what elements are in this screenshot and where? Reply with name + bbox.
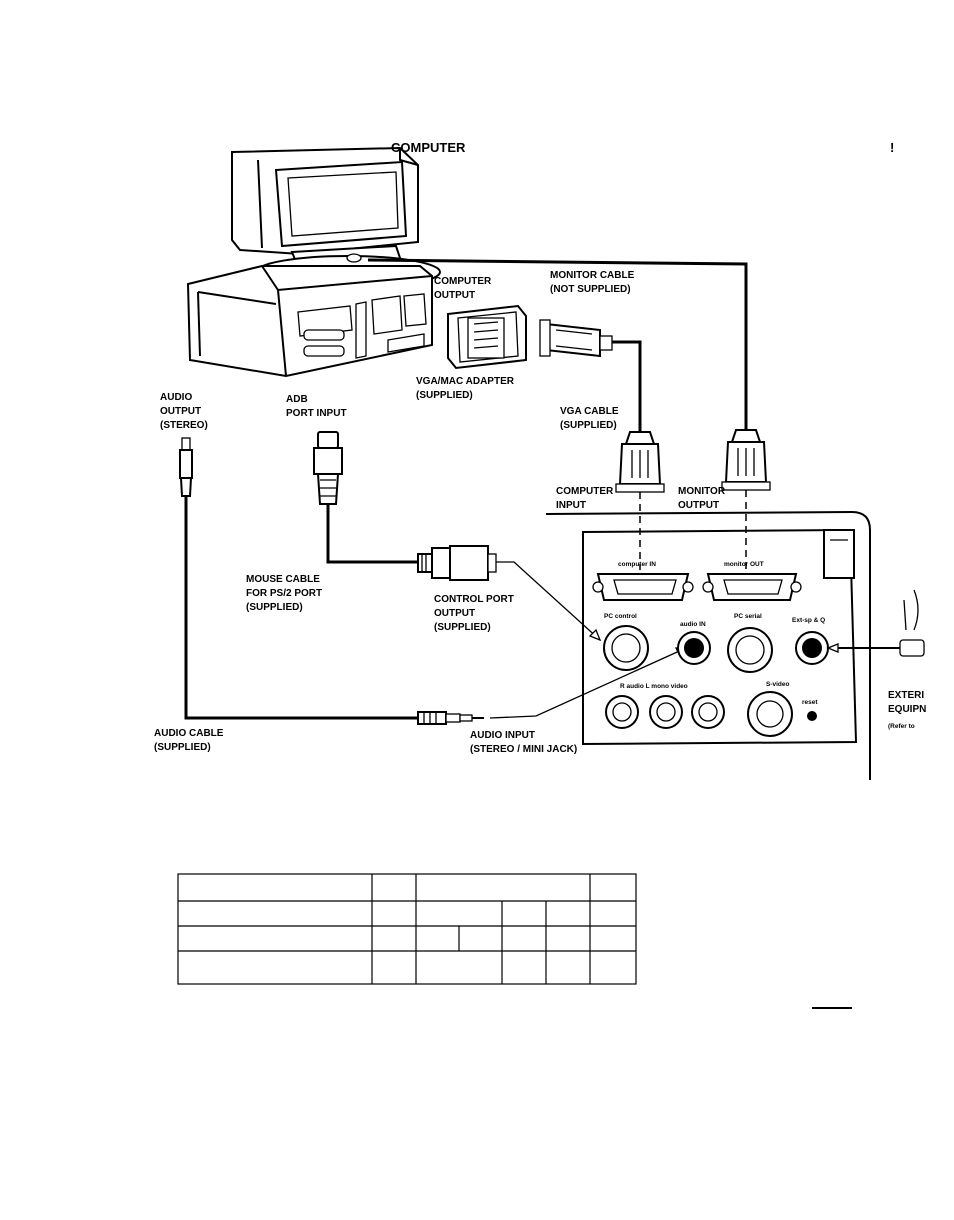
monitor-cable xyxy=(367,258,748,430)
label-external-3: (Refer to xyxy=(888,723,915,730)
mouse-cable xyxy=(326,504,418,564)
label-computer-input-2: INPUT xyxy=(556,500,586,511)
label-external-2: EQUIPN xyxy=(888,704,926,715)
panel-label-reset: reset xyxy=(802,699,818,706)
label-monitor-output-2: OUTPUT xyxy=(678,500,719,511)
control-port-plug xyxy=(417,545,497,581)
projector-rear-panel: computer IN monitor OUT PC control audio… xyxy=(545,510,871,780)
label-adb-1: ADB xyxy=(286,394,308,405)
panel-label-monitor-out: monitor OUT xyxy=(724,561,764,568)
vga-cable xyxy=(612,340,642,432)
label-vga-cable-1: VGA CABLE xyxy=(560,406,619,417)
panel-label-s-video: S-video xyxy=(766,681,790,688)
label-monitor-cable-2: (NOT SUPPLIED) xyxy=(550,284,631,295)
panel-label-pc-control: PC control xyxy=(604,613,637,620)
label-computer-output-1: COMPUTER xyxy=(434,276,492,287)
label-audio-output-2: OUTPUT xyxy=(160,406,201,417)
vga-plug-computer-input xyxy=(615,431,665,493)
panel-label-audio-lr: R audio L mono video xyxy=(620,683,688,690)
label-audio-output-3: (STEREO) xyxy=(160,420,208,431)
label-audio-input-1: AUDIO INPUT xyxy=(470,730,535,741)
label-mouse-cable-1: MOUSE CABLE xyxy=(246,574,320,585)
label-vga-cable-2: (SUPPLIED) xyxy=(560,420,617,431)
empty-table xyxy=(177,873,637,985)
vga-plug-monitor-output xyxy=(721,429,771,491)
computer-in-socket xyxy=(592,573,694,601)
label-monitor-cable-1: MONITOR CABLE xyxy=(550,270,635,281)
label-audio-input-2: (STEREO / MINI JACK) xyxy=(470,744,577,755)
label-computer: COMPUTER xyxy=(391,140,466,155)
vga-mac-adapter xyxy=(447,304,527,370)
panel-label-audio-in: audio IN xyxy=(680,621,706,628)
panel-label-pc-serial: PC serial xyxy=(734,613,762,620)
label-monitor-output-1: MONITOR xyxy=(678,486,726,497)
audio-input-leader xyxy=(489,647,687,719)
label-mark: ! xyxy=(890,140,894,155)
adb-plug xyxy=(313,431,343,505)
label-mouse-cable-3: (SUPPLIED) xyxy=(246,602,303,613)
label-computer-input-1: COMPUTER xyxy=(556,486,614,497)
label-adb-2: PORT INPUT xyxy=(286,408,347,419)
panel-label-ext-sp: Ext-sp & Q xyxy=(792,617,825,624)
label-audio-output-1: AUDIO xyxy=(160,392,192,403)
label-vga-mac-adapter-2: (SUPPLIED) xyxy=(416,390,473,401)
label-control-port-3: (SUPPLIED) xyxy=(434,622,491,633)
control-port-leader xyxy=(496,561,601,641)
audio-input-plug xyxy=(417,711,484,725)
label-vga-mac-adapter-1: VGA/MAC ADAPTER xyxy=(416,376,515,387)
label-audio-cable-1: AUDIO CABLE xyxy=(154,728,224,739)
monitor-out-socket xyxy=(702,573,802,601)
reset-button xyxy=(807,711,817,721)
label-mouse-cable-2: FOR PS/2 PORT xyxy=(246,588,322,599)
label-control-port-2: OUTPUT xyxy=(434,608,475,619)
audio-output-plug xyxy=(179,437,193,497)
label-audio-cable-2: (SUPPLIED) xyxy=(154,742,211,753)
vga-cable-plug-top xyxy=(539,319,613,358)
label-control-port-1: CONTROL PORT xyxy=(434,594,514,605)
computer-illustration xyxy=(186,146,441,378)
external-equipment-plug xyxy=(826,589,925,657)
label-external-1: EXTERI xyxy=(888,690,924,701)
audio-cable xyxy=(184,496,418,720)
panel-label-computer-in: computer IN xyxy=(618,561,656,568)
label-computer-output-2: OUTPUT xyxy=(434,290,475,301)
